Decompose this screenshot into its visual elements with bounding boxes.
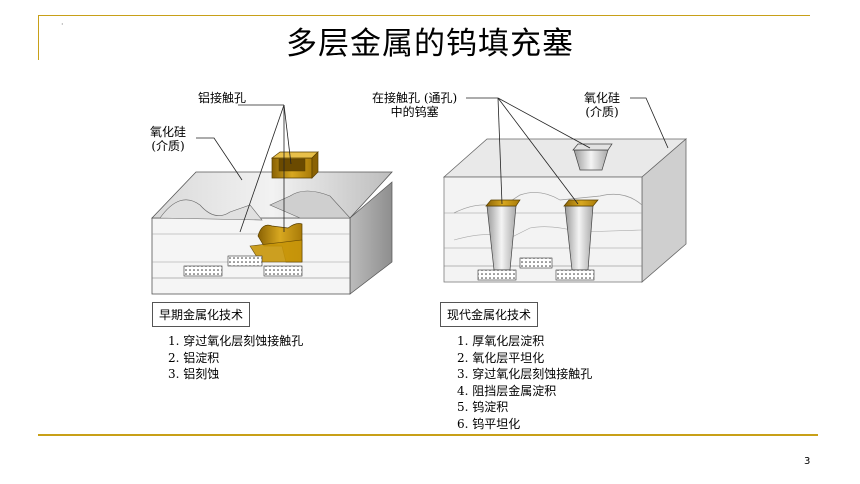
list-item: 2. 氧化层平坦化 <box>457 350 545 365</box>
list-item: 1. 厚氧化层淀积 <box>457 334 545 348</box>
left-oxide-label-line2: (介质) <box>151 139 185 153</box>
left-rule <box>38 15 39 60</box>
list-item: 3. 铝刻蚀 <box>168 367 220 381</box>
page-number: 3 <box>804 456 811 467</box>
list-item: 5. 钨淀积 <box>457 400 509 414</box>
list-item: 1. 穿过氧化层刻蚀接触孔 <box>168 334 304 348</box>
modern-steps-list: 1. 厚氧化层淀积 2. 氧化层平坦化 3. 穿过氧化层刻蚀接触孔 4. 阻挡层… <box>457 333 592 432</box>
tungsten-plug-label-line1: 在接触孔 (通孔) <box>372 91 458 105</box>
list-item: 2. 铝淀积 <box>168 350 220 365</box>
right-structure <box>442 97 688 283</box>
left-oxide-label: 氧化硅 (介质) <box>150 125 186 153</box>
top-rule <box>38 15 810 16</box>
slide-title: 多层金属的钨填充塞 <box>286 26 574 62</box>
tungsten-plug-label-line2: 中的钨塞 <box>390 105 439 119</box>
list-item: 6. 钨平坦化 <box>457 416 521 431</box>
modern-metallization-label: 现代金属化技术 <box>440 302 539 327</box>
left-structure <box>151 104 393 295</box>
bottom-rule <box>38 434 818 436</box>
right-oxide-label-line1: 氧化硅 <box>584 91 621 105</box>
right-oxide-label: 氧化硅 (介质) <box>584 91 620 119</box>
corner-dot: · <box>61 20 64 29</box>
list-item: 4. 阻挡层金属淀积 <box>457 383 557 398</box>
early-steps-list: 1. 穿过氧化层刻蚀接触孔 2. 铝淀积 3. 铝刻蚀 <box>168 333 303 383</box>
early-metallization-label: 早期金属化技术 <box>152 302 251 327</box>
aluminum-contact-label: 铝接触孔 <box>198 91 247 105</box>
list-item: 3. 穿过氧化层刻蚀接触孔 <box>457 367 593 381</box>
tungsten-plug-label: 在接触孔 (通孔) 中的钨塞 <box>372 91 457 119</box>
left-oxide-label-line1: 氧化硅 <box>150 125 187 139</box>
right-oxide-label-line2: (介质) <box>585 105 619 119</box>
